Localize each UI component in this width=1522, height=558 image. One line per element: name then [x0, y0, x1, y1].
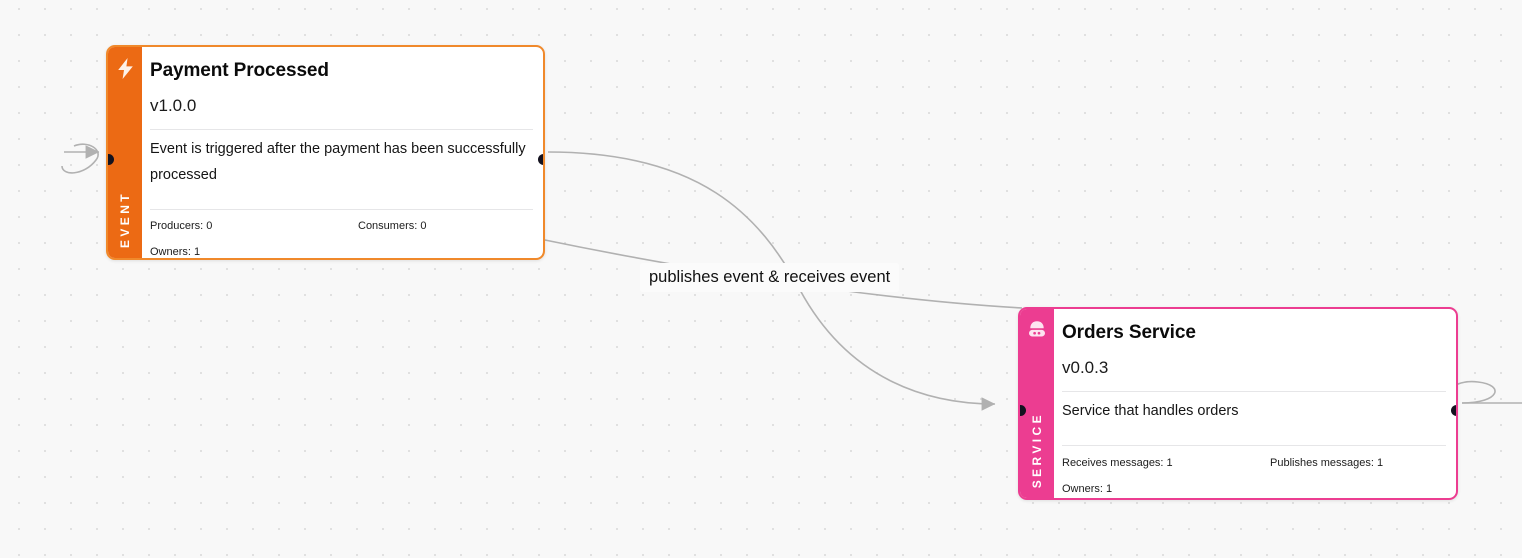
stat-producers: Producers: 0: [150, 220, 213, 232]
node-rail-event: EVENT: [108, 47, 142, 258]
node-rail-service: SERVICE: [1020, 309, 1054, 498]
stats-row: Owners: 1: [1062, 484, 1446, 495]
node-divider-top: [1062, 391, 1446, 392]
node-payment-processed[interactable]: EVENT Payment Processed v1.0.0 Event is …: [106, 45, 545, 260]
node-version: v1.0.0: [150, 96, 197, 115]
handle-source-event[interactable]: [537, 154, 543, 165]
node-divider-bottom: [150, 208, 533, 209]
node-divider-top: [150, 129, 533, 130]
stat-owners: Owners: 1: [1062, 483, 1113, 495]
handle-source-service[interactable]: [1450, 405, 1456, 416]
handle-target-service[interactable]: [1020, 405, 1026, 416]
stats-row: Receives messages: 1 Publishes messages:…: [1062, 458, 1446, 469]
stat-receives-messages: Receives messages: 1: [1062, 457, 1173, 469]
stat-empty: [358, 247, 533, 258]
stat-publishes-messages: Publishes messages: 1: [1270, 457, 1384, 469]
edge-label-publishes-receives[interactable]: publishes event & receives event: [640, 263, 900, 292]
stats-row: Owners: 1: [150, 247, 533, 258]
node-rail-label: SERVICE: [1030, 411, 1044, 488]
stats-row: Producers: 0 Consumers: 0: [150, 221, 533, 232]
node-title: Orders Service: [1062, 322, 1196, 343]
stat-empty: [1270, 484, 1446, 495]
node-stats: Receives messages: 1 Publishes messages:…: [1062, 446, 1446, 495]
node-body-service: Orders Service v0.0.3 Service that handl…: [1054, 309, 1456, 498]
node-description: Service that handles orders: [1062, 403, 1239, 419]
handle-target-event[interactable]: [108, 154, 114, 165]
node-rail-label: EVENT: [118, 190, 132, 248]
node-stats: Producers: 0 Consumers: 0 Owners: 1: [150, 209, 533, 258]
lightning-bolt-icon: [114, 56, 136, 80]
stat-owners: Owners: 1: [150, 246, 201, 258]
node-divider-bottom: [1062, 445, 1446, 446]
server-icon: [1026, 318, 1048, 342]
stat-consumers: Consumers: 0: [358, 220, 427, 232]
node-orders-service[interactable]: SERVICE Orders Service v0.0.3 Service th…: [1018, 307, 1458, 500]
node-description: Event is triggered after the payment has…: [150, 140, 526, 183]
node-body-event: Payment Processed v1.0.0 Event is trigge…: [142, 47, 543, 258]
node-version: v0.0.3: [1062, 358, 1109, 377]
node-title: Payment Processed: [150, 60, 329, 81]
edge-event-incoming: [61, 143, 99, 174]
